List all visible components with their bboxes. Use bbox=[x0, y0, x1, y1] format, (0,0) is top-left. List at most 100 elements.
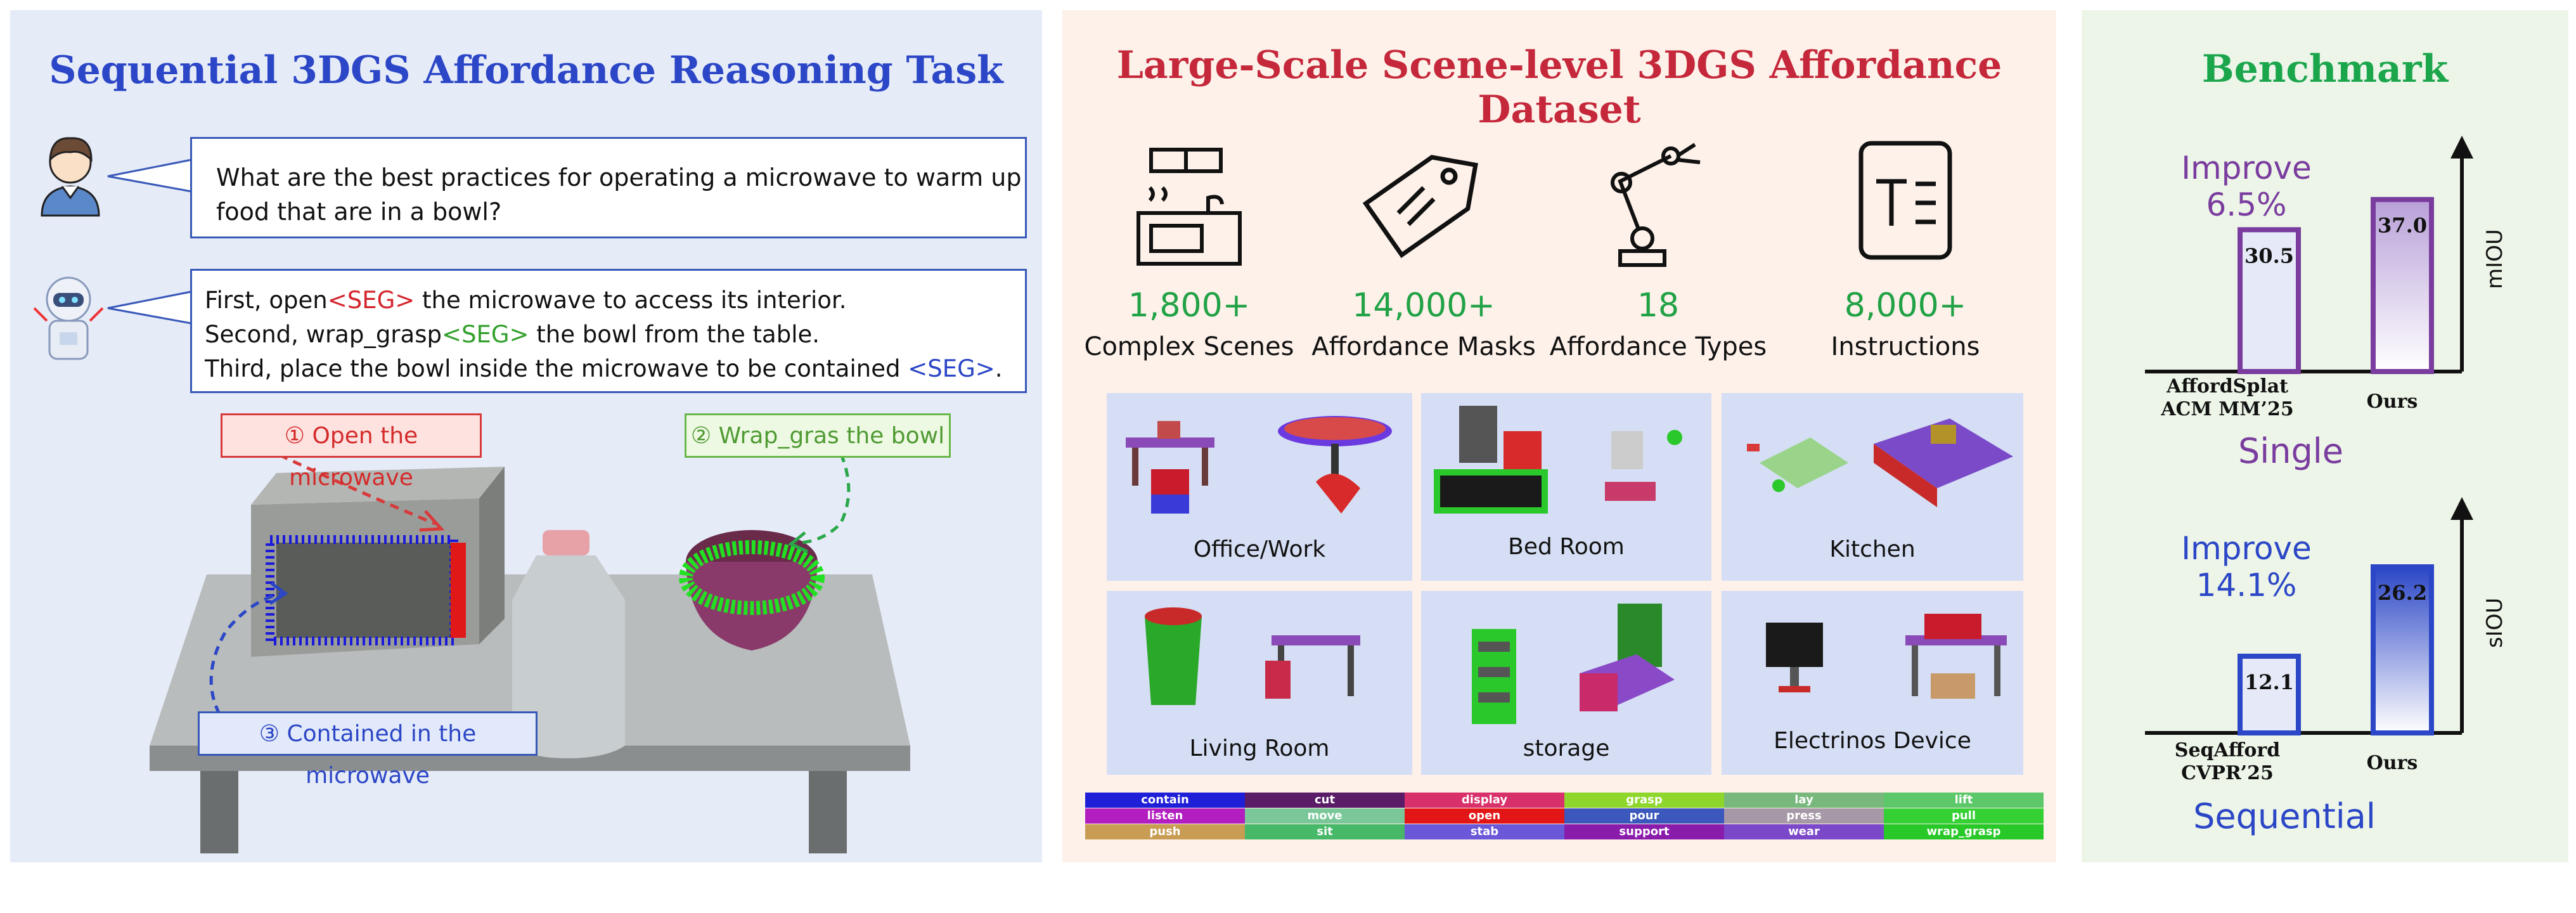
answer-line-3: Third, place the bowl inside the microwa… bbox=[205, 355, 1003, 382]
stat-value: 18 bbox=[1637, 287, 1680, 325]
robot-arm-icon bbox=[1611, 143, 1701, 267]
dataset-panel: Large-Scale Scene-level 3DGS Affordance … bbox=[1062, 10, 2056, 862]
stat-label: Complex Scenes bbox=[1084, 332, 1294, 361]
affordance-label: lift bbox=[1884, 793, 2044, 808]
answer-pointer bbox=[107, 290, 192, 325]
affordance-label: listen bbox=[1085, 808, 1245, 824]
bar-value-label: 26.2 bbox=[2378, 581, 2427, 605]
room-tile-kitchen: Kitchen bbox=[1722, 393, 2023, 581]
improve-percent: 6.5% bbox=[2206, 186, 2287, 223]
kitchen-scene bbox=[1747, 418, 2013, 507]
affordance-label: move bbox=[1245, 808, 1405, 824]
living-scene bbox=[1145, 607, 1360, 705]
bar bbox=[2371, 564, 2434, 735]
room-tile-office: Office/Work bbox=[1107, 393, 1412, 581]
affordance-label: wear bbox=[1724, 824, 1884, 839]
sequential-improve-text: Improve 14.1% bbox=[2170, 530, 2322, 604]
affordance-label: pour bbox=[1564, 808, 1724, 824]
baseline-venue: ACM MM’25 bbox=[2161, 398, 2294, 420]
affordance-label: lay bbox=[1724, 793, 1884, 808]
affordance-legend-row-2: listen move open pour press pull bbox=[1085, 808, 2044, 824]
room-tile-storage: storage bbox=[1421, 591, 1711, 775]
bar bbox=[2371, 197, 2434, 375]
y-axis-arrow bbox=[2450, 497, 2473, 520]
caption-open-microwave: ① Open the microwave bbox=[221, 413, 482, 491]
stat-value: 14,000+ bbox=[1352, 287, 1495, 325]
single-metric-label: mIOU bbox=[2482, 229, 2508, 289]
question-pointer bbox=[107, 159, 192, 193]
user-avatar-icon bbox=[41, 137, 100, 217]
caption-wrap-grasp-bowl: ② Wrap_gras the bowl bbox=[685, 413, 951, 458]
task-title: Sequential 3DGS Affordance Reasoning Tas… bbox=[49, 48, 1003, 93]
improve-percent: 14.1% bbox=[2196, 567, 2297, 604]
single-setting-label: Single bbox=[2238, 431, 2343, 471]
benchmark-panel: Benchmark Improve 6.5% 30.5 37.0 mIOU Aff… bbox=[2082, 10, 2568, 862]
affordance-label: open bbox=[1405, 808, 1564, 824]
text-document-icon bbox=[1858, 141, 1952, 260]
scene-illustration bbox=[150, 448, 910, 853]
room-label: Bed Room bbox=[1508, 534, 1625, 560]
baseline-name: AffordSplat bbox=[2166, 375, 2289, 398]
sequential-baseline-label: SeqAfford CVPR’25 bbox=[2132, 739, 2322, 785]
affordance-label: sit bbox=[1245, 824, 1405, 839]
office-scene bbox=[1126, 416, 1392, 514]
answer-line-2: Second, wrap_grasp<SEG> the bowl from th… bbox=[205, 321, 820, 348]
baseline-venue: CVPR’25 bbox=[2181, 762, 2274, 784]
improve-label: Improve bbox=[2181, 150, 2312, 186]
kitchen-icon bbox=[1137, 148, 1242, 266]
answer-bubble: First, open<SEG> the microwave to access… bbox=[190, 269, 1027, 393]
bar bbox=[2238, 654, 2301, 735]
affordance-label: pull bbox=[1884, 808, 2044, 824]
question-bubble: What are the best practices for operatin… bbox=[190, 137, 1027, 238]
room-label: Electrinos Device bbox=[1774, 728, 1971, 754]
affordance-label: push bbox=[1085, 824, 1245, 839]
single-bar-chart: 30.5 37.0 bbox=[2145, 136, 2473, 375]
improve-label: Improve bbox=[2181, 530, 2312, 567]
room-label: storage bbox=[1523, 735, 1610, 761]
sequential-setting-label: Sequential bbox=[2193, 796, 2376, 836]
stat-label: Instructions bbox=[1831, 332, 1980, 361]
robot-avatar-icon bbox=[33, 276, 104, 360]
affordance-label: contain bbox=[1085, 793, 1245, 808]
bar-value-label: 37.0 bbox=[2378, 214, 2427, 238]
stat-value: 8,000+ bbox=[1844, 287, 1967, 325]
baseline-name: SeqAfford bbox=[2174, 739, 2281, 761]
single-improve-text: Improve 6.5% bbox=[2170, 150, 2322, 223]
room-label: Kitchen bbox=[1829, 536, 1916, 562]
sequential-metric-label: sIOU bbox=[2482, 597, 2508, 648]
benchmark-title: Benchmark bbox=[2201, 47, 2449, 91]
tag-icon bbox=[1362, 155, 1478, 258]
affordance-label: display bbox=[1405, 793, 1564, 808]
bar bbox=[2238, 227, 2301, 374]
affordance-legend-row-1: contain cut display grasp lay lift bbox=[1085, 793, 2044, 808]
room-tile-living: Living Room bbox=[1107, 591, 1412, 775]
room-label: Living Room bbox=[1189, 735, 1330, 761]
affordance-label: cut bbox=[1245, 793, 1405, 808]
storage-scene bbox=[1472, 604, 1675, 724]
affordance-legend-row-3: push sit stab support wear wrap_grasp bbox=[1085, 824, 2044, 839]
sequential-ours-label: Ours bbox=[2366, 752, 2418, 774]
affordance-label: support bbox=[1564, 824, 1724, 839]
affordance-label: wrap_grasp bbox=[1884, 824, 2044, 839]
bedroom-scene bbox=[1434, 406, 1682, 514]
affordance-label: press bbox=[1724, 808, 1884, 824]
electronics-scene bbox=[1766, 614, 2007, 699]
caption-contained-microwave: ③ Contained in the microwave bbox=[198, 711, 538, 789]
bar-value-label: 12.1 bbox=[2244, 670, 2294, 694]
room-tile-electronics: Electrinos Device bbox=[1722, 591, 2023, 775]
stat-value: 1,800+ bbox=[1128, 287, 1251, 325]
single-ours-label: Ours bbox=[2366, 391, 2418, 413]
answer-line-1: First, open<SEG> the microwave to access… bbox=[205, 287, 847, 314]
bar-value-label: 30.5 bbox=[2244, 243, 2294, 268]
single-baseline-label: AffordSplat ACM MM’25 bbox=[2132, 375, 2322, 421]
room-tile-bedroom: Bed Room bbox=[1421, 393, 1711, 581]
affordance-label: stab bbox=[1405, 824, 1564, 839]
dataset-title: Large-Scale Scene-level 3DGS Affordance … bbox=[1116, 43, 2002, 132]
affordance-label: grasp bbox=[1564, 793, 1724, 808]
sequential-bar-chart: 12.1 26.2 bbox=[2145, 497, 2473, 735]
y-axis-arrow bbox=[2450, 136, 2473, 159]
task-panel: Sequential 3DGS Affordance Reasoning Tas… bbox=[10, 10, 1042, 862]
room-label: Office/Work bbox=[1193, 536, 1326, 562]
stat-label: Affordance Types bbox=[1549, 332, 1767, 361]
stat-label: Affordance Masks bbox=[1311, 332, 1536, 361]
